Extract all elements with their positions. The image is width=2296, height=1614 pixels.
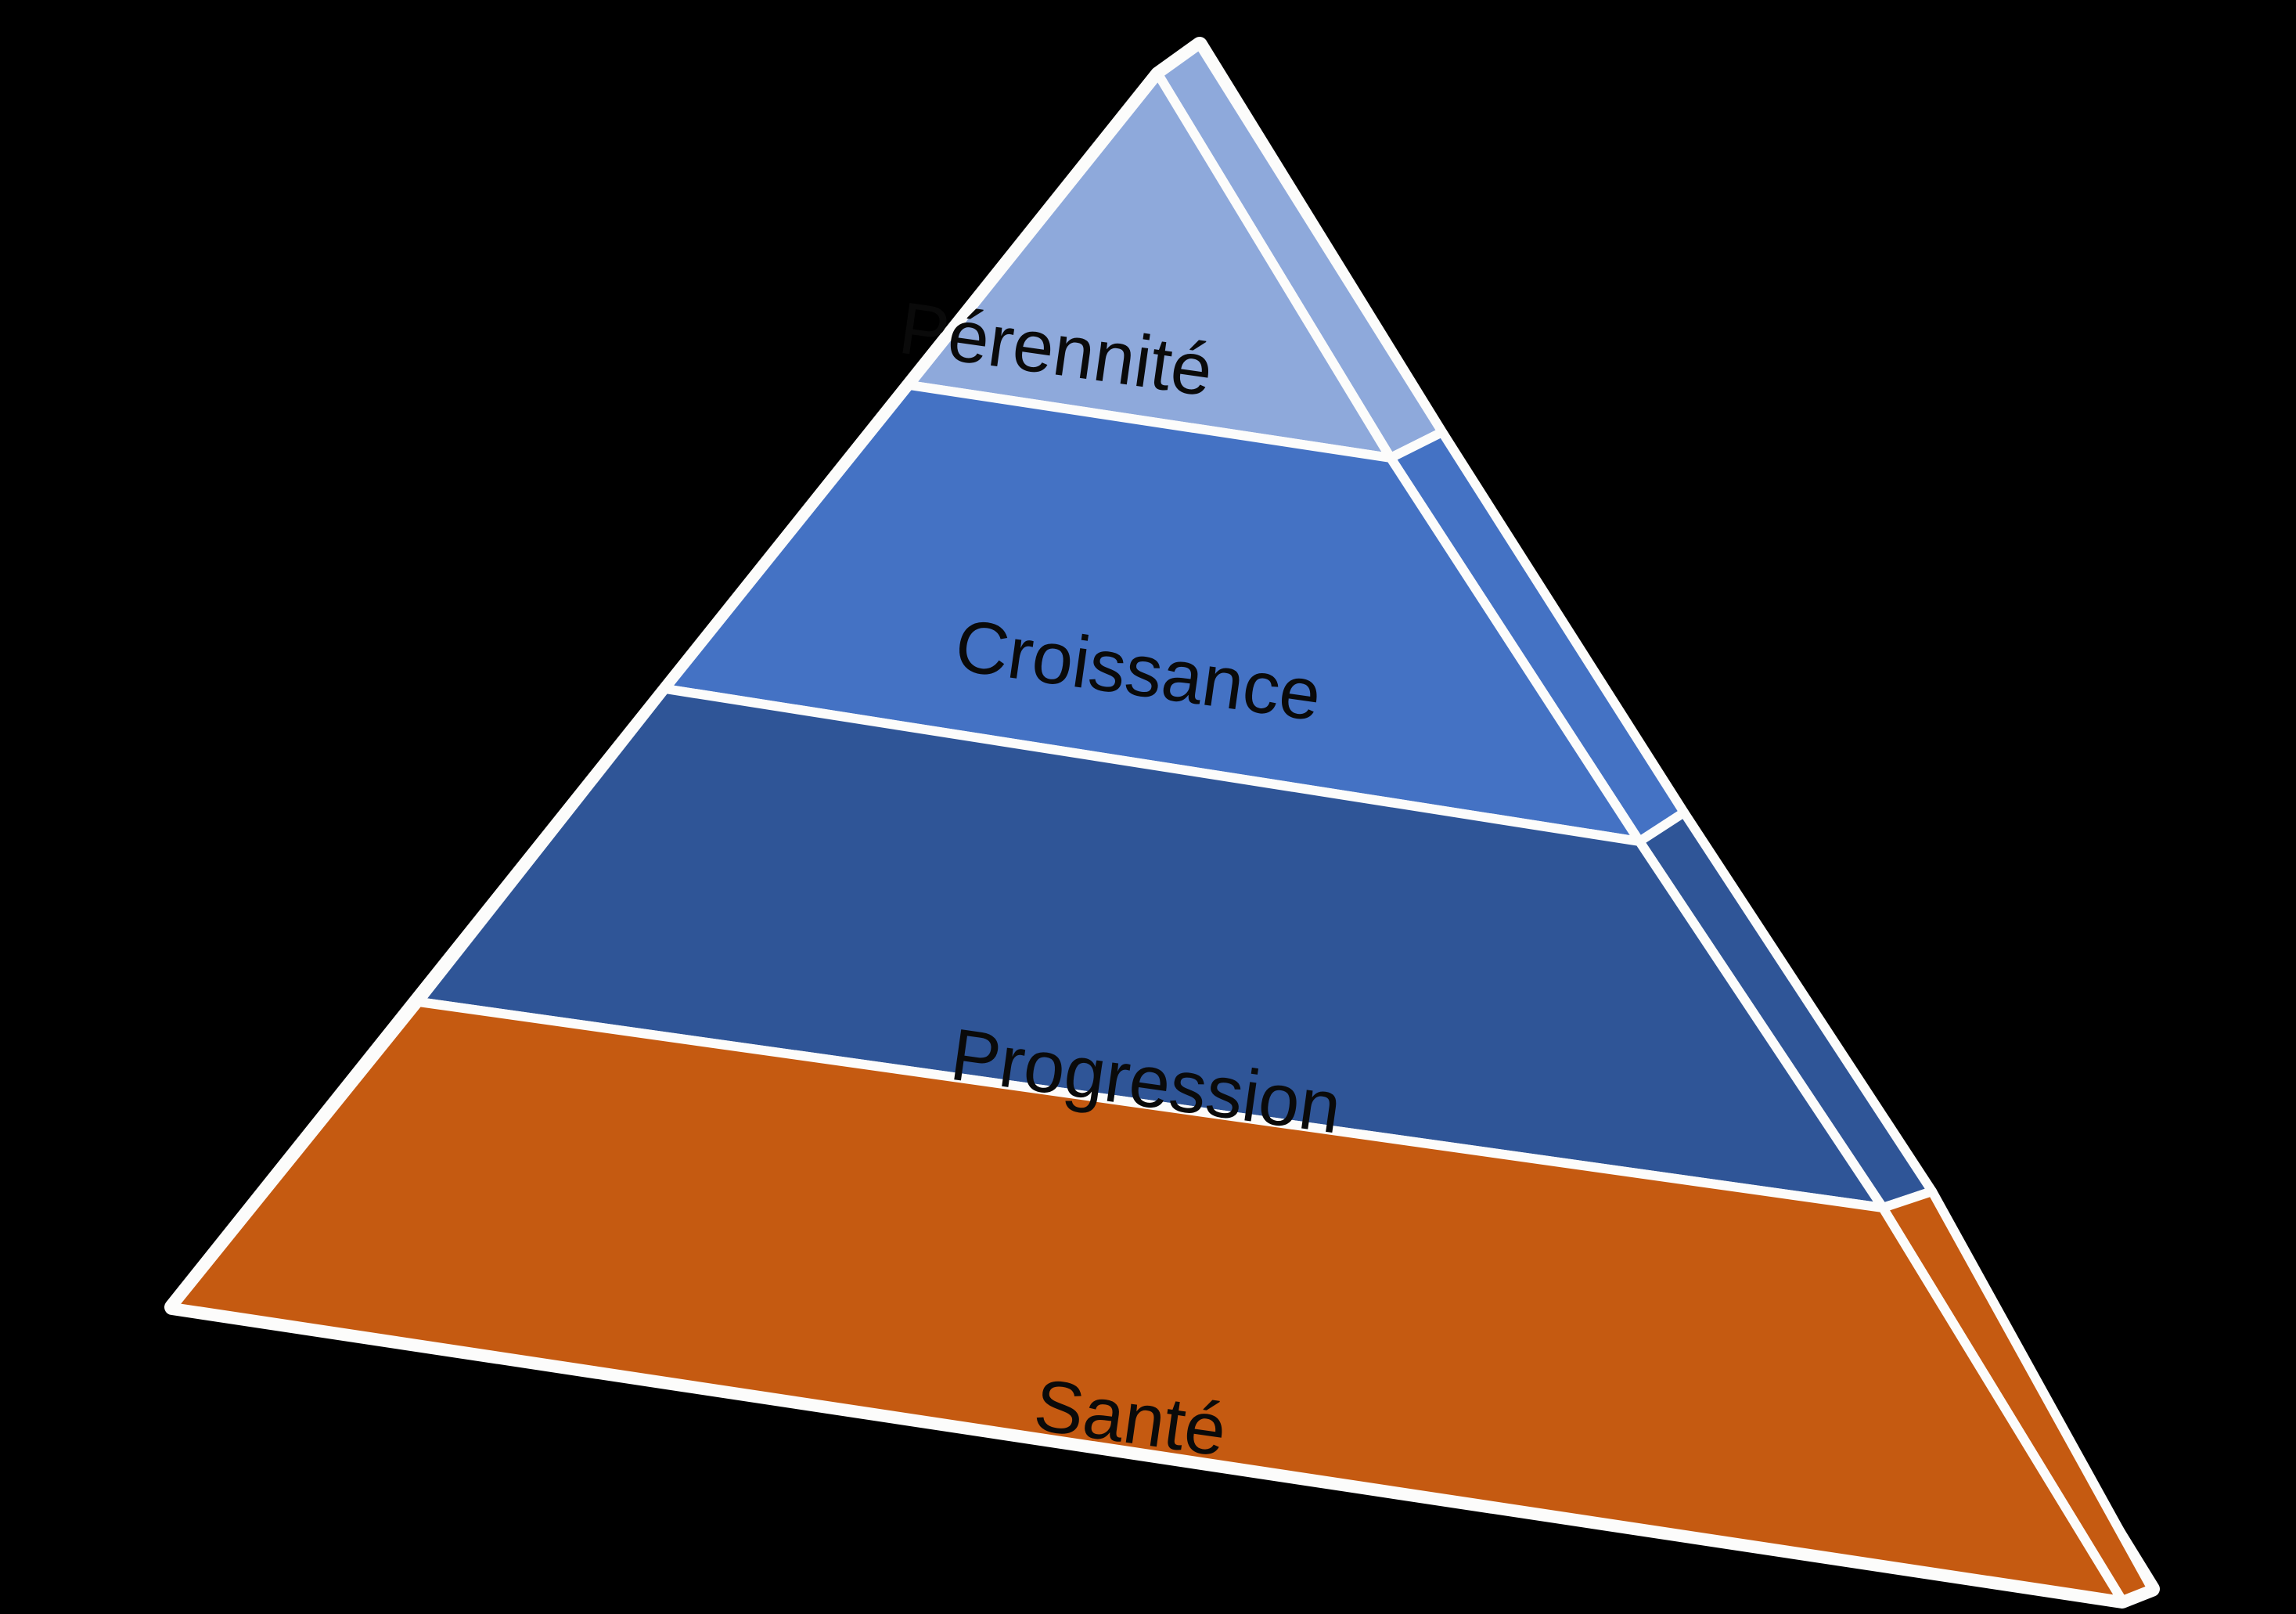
pyramid-level-4-front [167, 997, 2127, 1605]
